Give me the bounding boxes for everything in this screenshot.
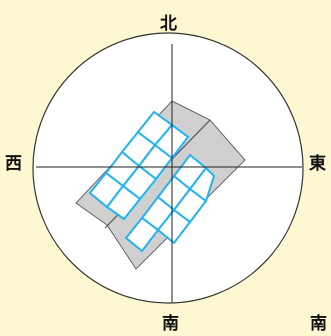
west-label: 西 (5, 154, 22, 174)
south-label: 南 (162, 314, 179, 334)
north-label: 北 (160, 14, 177, 34)
solar-panel (124, 216, 160, 253)
solar-panel (188, 166, 216, 203)
solar-panel-array-lower (124, 153, 216, 253)
east-label: 東 (309, 154, 326, 174)
house-roof (75, 100, 246, 270)
solar-panel-array-upper (88, 110, 190, 221)
corner-south-label: 南 (310, 314, 327, 334)
solar-panel (105, 184, 142, 221)
